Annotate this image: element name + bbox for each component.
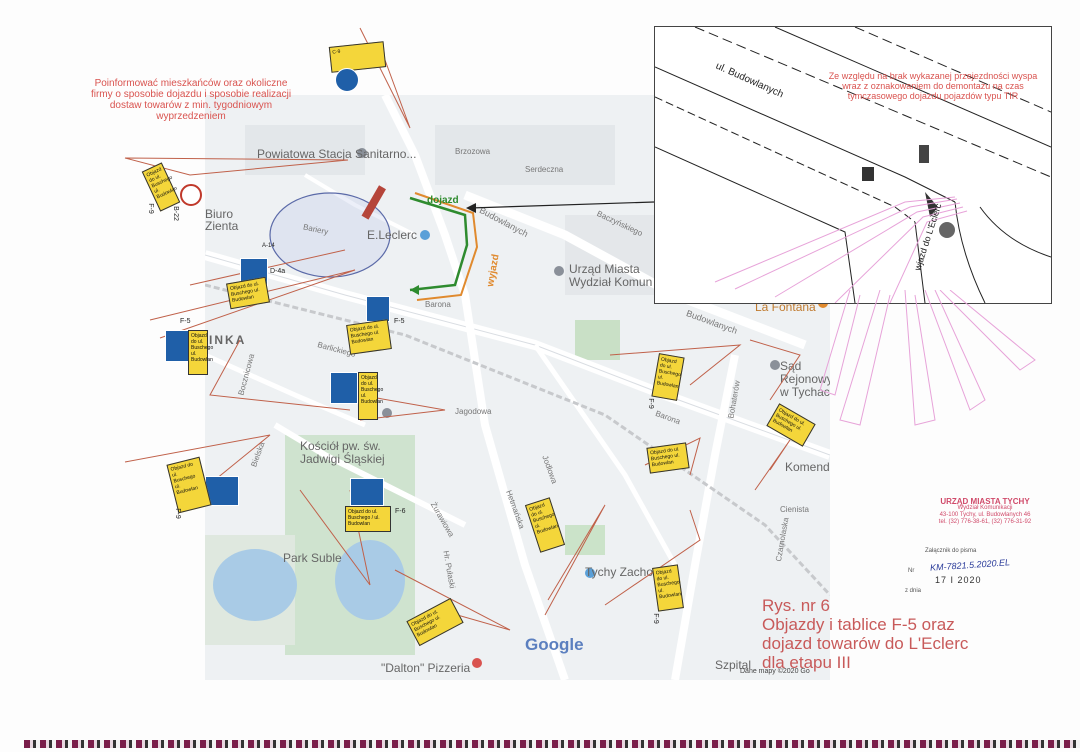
stamp-address: 43-100 Tychy, ul. Budowlanych 46 [939,512,1031,518]
sign-a14-label: A-14 [262,243,275,249]
map-copyright: Dane mapy ©2020 Go [740,668,810,675]
poi-kosciol: Kościół pw. św. Jadwigi Śląskiej [300,439,385,466]
poi-urzad: Urząd Miasta Wydział Komun [569,262,653,289]
sign-text: Objazd do ul. Buschego / ul. Budowlan [348,509,380,527]
poi-eleclerc: E.Leclerc [367,228,418,242]
route-label-dojazd: dojazd [427,195,459,206]
poi-dalton: "Dalton" Pizzeria [381,661,471,675]
caption-line-3: dojazd towarów do L'Eclerc [762,634,969,653]
google-logo: Google [525,635,584,654]
poi-komenda: Komenda [785,460,830,474]
sign-objazd-jagodowa: Objazd do ul. Buschego ul. Budowlan [358,372,383,420]
street-cienista: Cienista [780,505,809,514]
sign-objazd-f6: Objazd do ul. Buschego / ul. Budowlan [345,506,391,532]
sign-f5-blue-center [366,296,390,322]
caption: Rys. nr 6 Objazdy i tablice F-5 oraz doj… [762,596,968,672]
poi-szpital: Szpital [715,658,752,672]
street-jagodowa: Jagodowa [455,407,492,416]
sign-text: Objazd do ul. Buschego ul. Budowlan [191,333,214,363]
sign-text: Objazd do ul. Buschego ul. Budowlan [649,446,681,469]
office-stamp: URZĄD MIASTA TYCHY Wydział Komunikacji 4… [910,498,1060,526]
sign-b22-prohibition [180,184,202,206]
sign-text: Objazd do ul. Buschego ul. Budowlan [170,461,199,497]
stamp-zalacznik: Załącznik do pisma [925,548,977,554]
stamp-z-dnia: z dnia [905,588,922,594]
sign-f9-label-1: F-9 [146,203,154,214]
scan-edge-strip [24,740,1080,748]
sign-objazd-center: Objazd do ul. Buschego ul. Budowlan [346,319,392,355]
sign-label: C-9 [332,48,341,56]
inset-geometry [655,27,1051,303]
poi-powiatowa: Powiatowa Stacja Sanitarno... [257,147,417,161]
stamp-office: URZĄD MIASTA TYCHY [940,497,1030,506]
sign-text: Objazd do ul. Buschego ul. Budowlan [361,375,384,405]
sign-d4a-label: D-4a [270,268,286,275]
inset-detail-drawing: ul. Budowlanych wjazd do L'Eclerc Ze wzg… [654,26,1052,304]
stamp-dept: Wydział Komunikacji [957,505,1013,511]
caption-line-2: Objazdy i tablice F-5 oraz [762,615,955,634]
sign-objazd-east-2: Objazd do ul. Buschego ul. Budowlan [646,442,690,474]
sign-f5-blue-jagodowa [330,372,358,404]
sign-blue-round-top [335,68,359,92]
sign-text: Objazd do ul. Buschego ul. Budowlan [655,568,682,601]
poi-inka: INKA [209,333,247,347]
sign-f5-label-2: F-5 [394,318,405,325]
sign-f6-label: F-6 [395,508,406,515]
stamp-phone: tel. (32) 776-38-61, (32) 776-31-92 [938,519,1032,525]
sign-f9-label-4: F-9 [651,613,659,624]
street-barona: Barona [425,300,451,309]
poi-parksuble: Park Suble [283,551,342,565]
street-brzozowa: Brzozowa [455,147,491,156]
inset-fan-overflow [820,290,1036,426]
sign-f6-blue [350,478,384,506]
sign-objazd-f5-left: Objazd do ul. Buschego ul. Budowlan [188,330,213,375]
stamp-nr-label: Nr [908,568,915,574]
sign-text: Objazd do ul. Buschego ul. Budowlan [656,356,682,390]
caption-figure-number: Rys. nr 6 [762,596,831,615]
sign-f9-label-2: F-9 [173,508,181,519]
poi-biuro: Biuro Zienta [205,207,239,233]
poi-sad: Sąd Rejonowy w Tychach [780,359,830,399]
sign-text: Objazd do ul. Buschego ul. Budowlan [229,280,261,304]
caption-line-4: dla etapu III [762,653,851,672]
street-serdeczna: Serdeczna [525,165,564,174]
stamp-date: 17 I 2020 [935,575,982,585]
sign-f5-label-1: F-5 [180,318,191,325]
annotation-inform-residents: Poinformować mieszkańców oraz okoliczne … [90,78,292,122]
annotation-island-note: Ze względu na brak wykazanej przejezdnoś… [828,71,1038,101]
sign-text: Objazd do ul. Buschego ul. Budowlan [349,323,380,346]
sign-b22-label: B-22 [171,206,179,221]
sign-f9-label-3: F-9 [646,398,654,409]
